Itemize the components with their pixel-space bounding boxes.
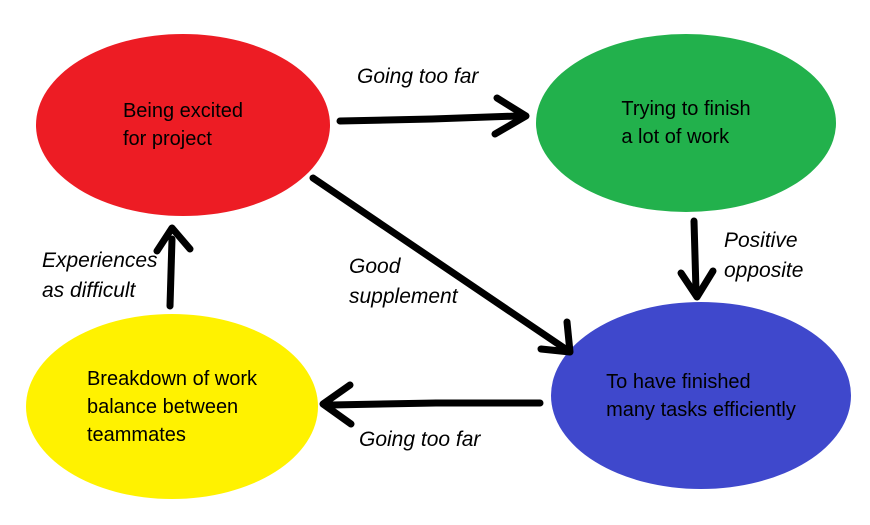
node-finished-many-tasks-label: To have finished many tasks efficiently bbox=[606, 370, 796, 421]
node-being-excited-label: Being excited for project bbox=[122, 100, 244, 150]
edge-label-experiences-as-difficult: Experiences as difficult bbox=[42, 249, 158, 302]
arrow-breakdown-to-excited bbox=[153, 224, 194, 310]
arrow-trying-to-finished bbox=[677, 217, 717, 301]
node-trying-to-finish-label: Trying to finish a lot of work bbox=[621, 98, 751, 148]
node-breakdown-of-work: Breakdown of work balance between teamma… bbox=[26, 314, 318, 499]
node-breakdown-of-work-label: Breakdown of work balance between teamma… bbox=[86, 367, 258, 446]
node-being-excited: Being excited for project bbox=[36, 34, 330, 216]
edge-label-positive-opposite: Positive opposite bbox=[724, 229, 804, 282]
node-trying-to-finish: Trying to finish a lot of work bbox=[536, 34, 836, 212]
edge-label-good-supplement: Good supplement bbox=[349, 255, 458, 308]
node-finished-many-tasks: To have finished many tasks efficiently bbox=[551, 302, 851, 489]
arrow-finished-to-breakdown bbox=[319, 381, 544, 428]
arrow-excited-to-trying bbox=[336, 94, 530, 138]
edge-label-going-too-far-top: Going too far bbox=[357, 65, 479, 88]
edge-label-going-too-far-bottom: Going too far bbox=[359, 428, 481, 451]
